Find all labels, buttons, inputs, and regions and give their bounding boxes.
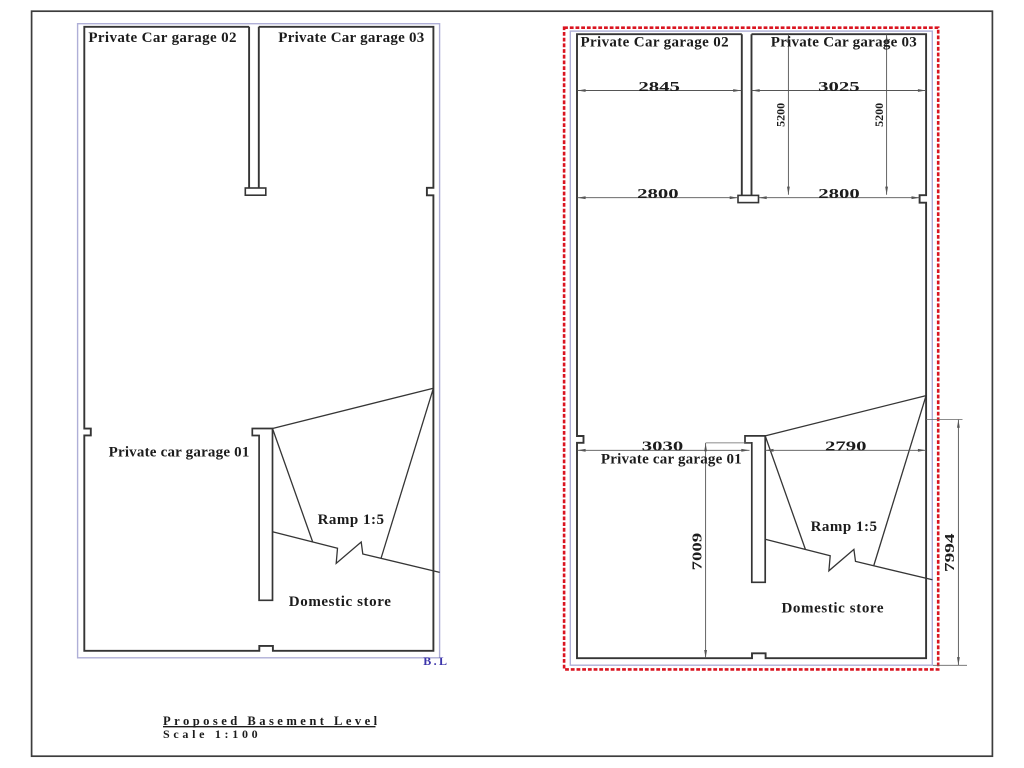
svg-text:Proposed Basement Level: Proposed Basement Level — [163, 714, 381, 728]
svg-text:7009: 7009 — [690, 533, 705, 571]
svg-text:Ramp 1:5: Ramp 1:5 — [811, 519, 878, 535]
svg-text:Private car garage 01: Private car garage 01 — [109, 444, 250, 460]
svg-text:Domestic store: Domestic store — [289, 594, 392, 610]
svg-text:Domestic store: Domestic store — [782, 601, 885, 617]
svg-text:2845: 2845 — [638, 79, 680, 94]
svg-text:B.L: B.L — [423, 654, 449, 668]
svg-text:Private Car garage 02: Private Car garage 02 — [581, 35, 730, 51]
svg-text:2790: 2790 — [825, 439, 867, 454]
svg-text:Private Car garage 03: Private Car garage 03 — [278, 30, 424, 46]
svg-text:3025: 3025 — [818, 79, 860, 94]
svg-text:2800: 2800 — [818, 186, 860, 201]
svg-text:7994: 7994 — [942, 533, 957, 572]
svg-text:5200: 5200 — [774, 103, 788, 127]
svg-text:5200: 5200 — [872, 103, 886, 127]
svg-text:Ramp 1:5: Ramp 1:5 — [318, 512, 385, 528]
svg-text:Private Car garage 02: Private Car garage 02 — [88, 30, 237, 46]
svg-text:2800: 2800 — [637, 186, 679, 201]
svg-text:Scale 1:100: Scale 1:100 — [163, 727, 261, 741]
svg-text:Private car garage 01: Private car garage 01 — [601, 452, 742, 468]
svg-text:Private Car garage 03: Private Car garage 03 — [771, 35, 917, 51]
svg-text:3030: 3030 — [642, 439, 684, 454]
